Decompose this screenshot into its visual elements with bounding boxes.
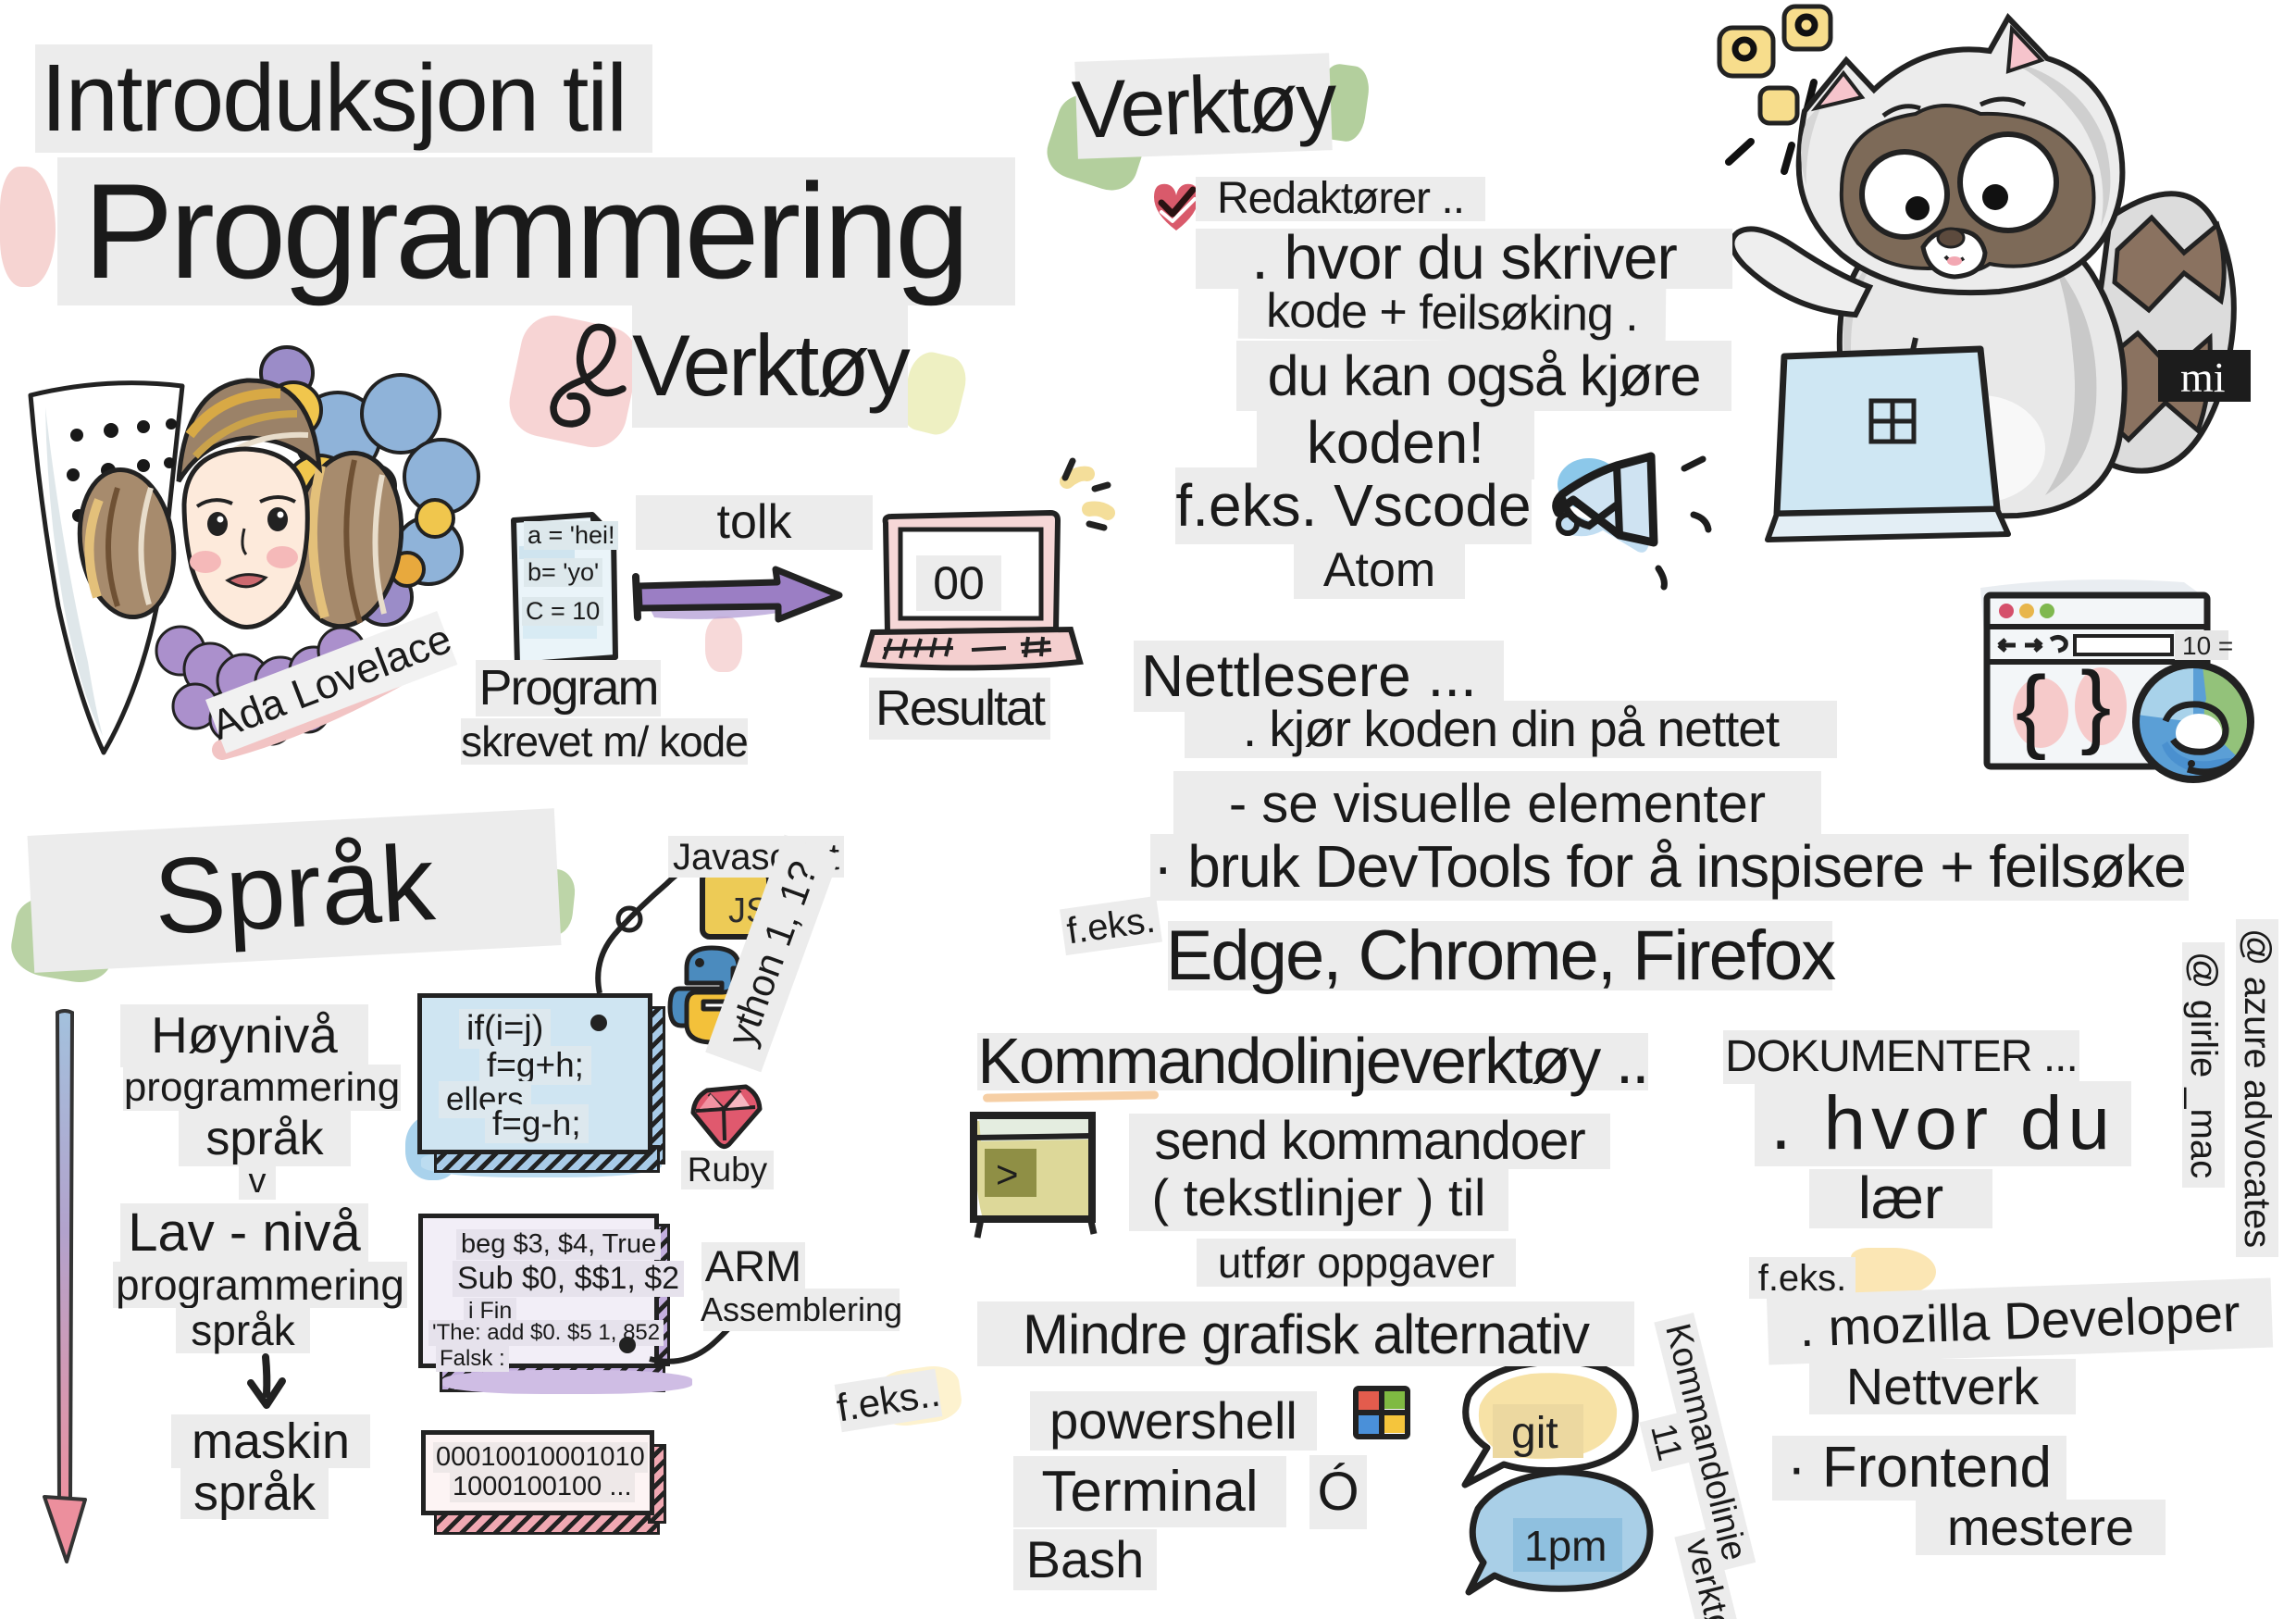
svg-text:1pm: 1pm bbox=[1524, 1522, 1607, 1570]
svg-text:{: { bbox=[2016, 657, 2046, 761]
svg-text:10 =: 10 = bbox=[2182, 631, 2233, 660]
svg-text:}: } bbox=[2080, 653, 2111, 756]
svg-text:git: git bbox=[1511, 1409, 1558, 1458]
svg-text:>: > bbox=[996, 1152, 1019, 1196]
svg-text:mi: mi bbox=[2180, 354, 2226, 401]
